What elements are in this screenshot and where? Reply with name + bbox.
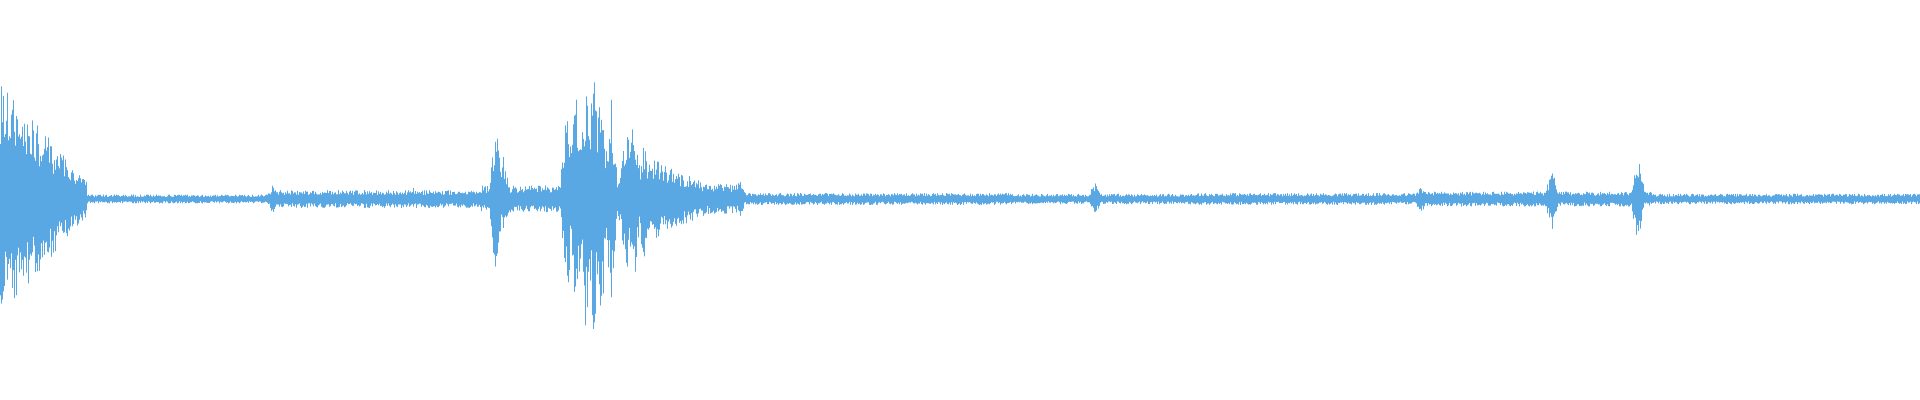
- waveform-path: [0, 82, 1920, 329]
- waveform-samples: [0, 82, 1920, 329]
